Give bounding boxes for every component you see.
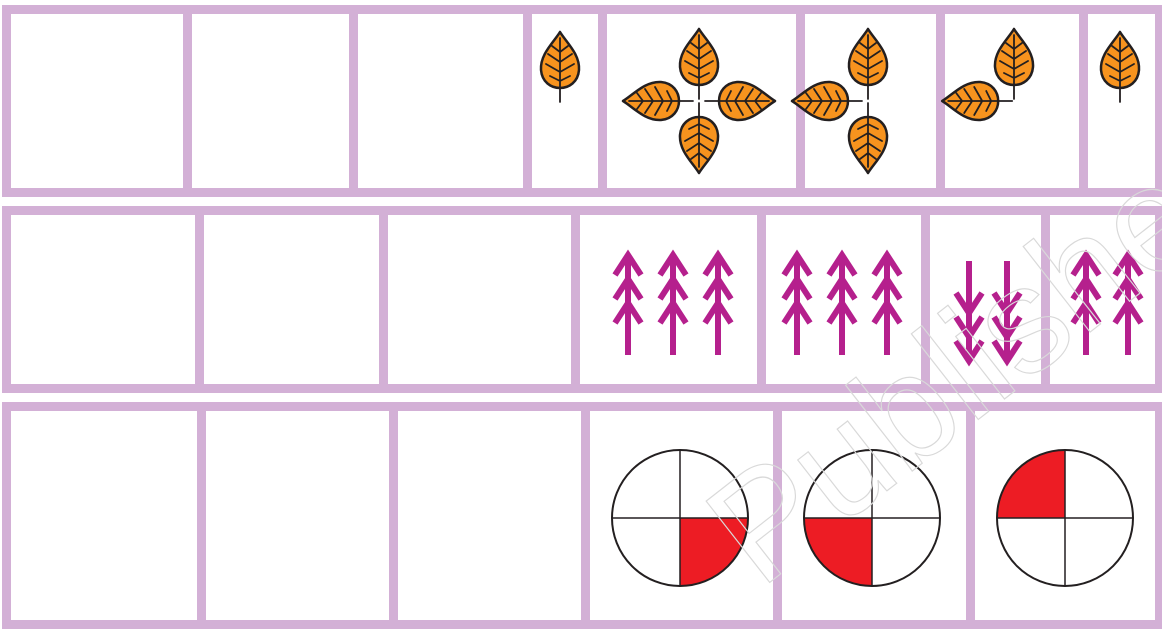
quarter-circle-icon	[804, 450, 940, 586]
arrow-stalk-icon	[784, 255, 810, 355]
leaf-icon	[705, 82, 775, 120]
arrow-stalk-icon	[1115, 255, 1141, 355]
quarter-circle-pattern-row	[2, 402, 1162, 629]
leaf-pattern-row	[2, 5, 1162, 197]
quarter-circle-pattern-art	[11, 411, 1162, 638]
quarter-circle-icon	[612, 450, 748, 586]
leaf-icon	[680, 29, 718, 99]
arrow-stalk-icon	[956, 261, 982, 361]
arrow-stalk-icon	[829, 255, 855, 355]
quarter-circle-icon	[997, 450, 1133, 586]
arrow-stalk-icon	[994, 261, 1020, 361]
leaf-icon	[680, 103, 718, 173]
arrow-pattern-row	[2, 206, 1162, 393]
leaf-icon	[942, 82, 1012, 120]
arrow-stalk-icon	[615, 255, 641, 355]
leaf-icon	[623, 82, 693, 120]
arrow-pattern-art	[11, 215, 1162, 402]
arrow-stalk-icon	[705, 255, 731, 355]
leaf-icon	[1101, 32, 1139, 102]
arrow-stalk-icon	[1073, 255, 1099, 355]
arrow-stalk-icon	[874, 255, 900, 355]
leaf-icon	[849, 103, 887, 173]
leaf-icon	[849, 29, 887, 99]
arrow-stalk-icon	[660, 255, 686, 355]
leaf-pattern-art	[11, 14, 1162, 206]
leaf-icon	[541, 32, 579, 102]
leaf-icon	[995, 29, 1033, 99]
leaf-icon	[792, 82, 862, 120]
